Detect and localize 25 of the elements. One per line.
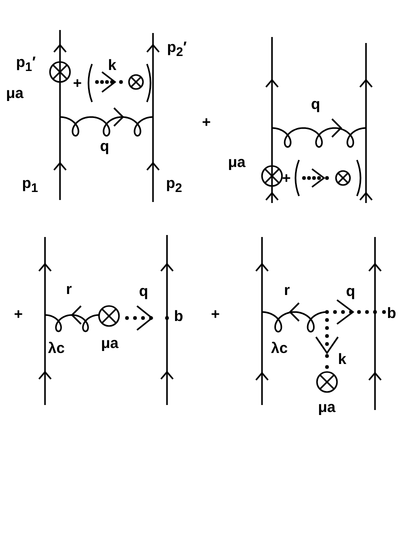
coupling-label: λc	[271, 341, 288, 356]
coupling-label: μa	[228, 155, 246, 170]
coupling-label: μa	[318, 400, 336, 415]
momentum-label: q	[346, 284, 356, 299]
plus-sign: +	[14, 307, 23, 322]
index-label: b	[174, 309, 184, 324]
plus-sign: +	[73, 76, 82, 91]
momentum-label: q	[100, 139, 110, 154]
momentum-label: p$_{2}$′	[167, 40, 187, 58]
plus-sign: +	[282, 171, 291, 186]
momentum-label: p$_{1}$′	[16, 55, 36, 74]
momentum-label: p$_{2}$	[166, 176, 182, 194]
momentum-label: r	[284, 283, 290, 298]
coupling-label: λc	[48, 341, 65, 356]
index-label: b	[387, 306, 396, 321]
coupling-label: μa	[101, 336, 119, 351]
momentum-label: k	[108, 58, 116, 73]
momentum-label: p$_{1}$	[22, 176, 38, 194]
momentum-label: k	[338, 352, 346, 367]
coupling-label: μa	[6, 86, 24, 101]
momentum-label: q	[139, 284, 148, 299]
momentum-label: q	[311, 97, 320, 112]
plus-sign: +	[211, 307, 220, 322]
plus-sign: +	[202, 115, 211, 130]
momentum-label: r	[66, 282, 72, 297]
